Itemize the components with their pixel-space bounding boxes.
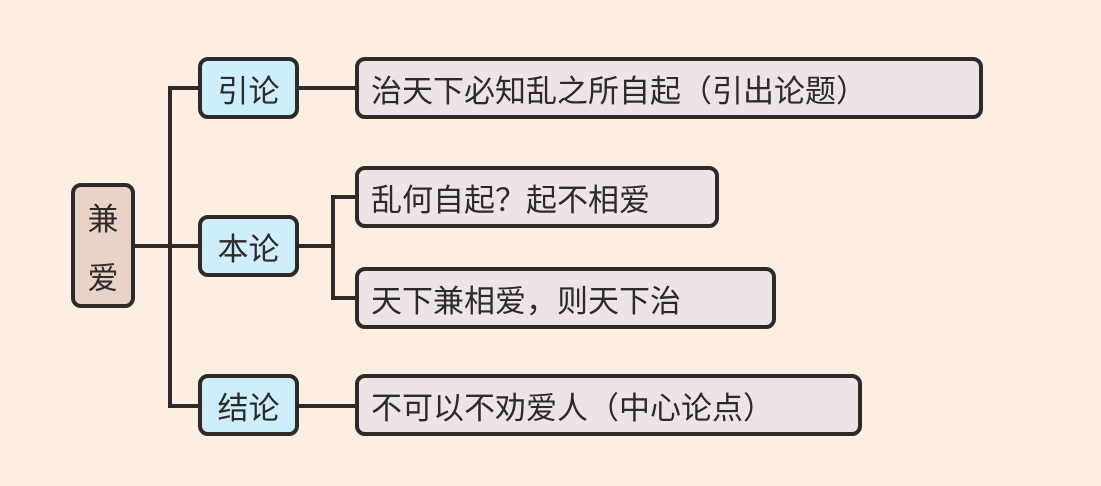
connector (298, 86, 356, 90)
leaf-node[interactable]: 不可以不劝爱人（中心论点） (355, 374, 862, 436)
branch-node-conclusion[interactable]: 结论 (198, 374, 299, 436)
branch-label: 引论 (217, 73, 280, 110)
branch-node-body[interactable]: 本论 (198, 215, 299, 277)
connector (168, 404, 200, 408)
leaf-label: 治天下必知乱之所自起（引出论题） (371, 73, 867, 110)
connector (298, 244, 334, 248)
leaf-label: 乱何自起？起不相爱 (371, 182, 650, 219)
root-node[interactable]: 兼 爱 (71, 183, 135, 308)
root-char: 爱 (87, 260, 119, 297)
connector (298, 404, 356, 408)
leaf-node[interactable]: 天下兼相爱，则天下治 (355, 267, 776, 329)
leaf-node[interactable]: 治天下必知乱之所自起（引出论题） (355, 57, 983, 119)
branch-node-introduction[interactable]: 引论 (198, 57, 299, 119)
root-char: 兼 (87, 201, 119, 238)
connector (168, 86, 200, 90)
leaf-node[interactable]: 乱何自起？起不相爱 (355, 166, 719, 228)
leaf-label: 不可以不劝爱人（中心论点） (371, 390, 774, 427)
branch-label: 本论 (217, 231, 280, 268)
connector (134, 244, 200, 248)
connector (331, 195, 335, 299)
connector (168, 86, 172, 408)
connector (331, 296, 356, 300)
branch-label: 结论 (217, 390, 280, 427)
leaf-label: 天下兼相爱，则天下治 (371, 283, 681, 320)
connector (331, 195, 356, 199)
